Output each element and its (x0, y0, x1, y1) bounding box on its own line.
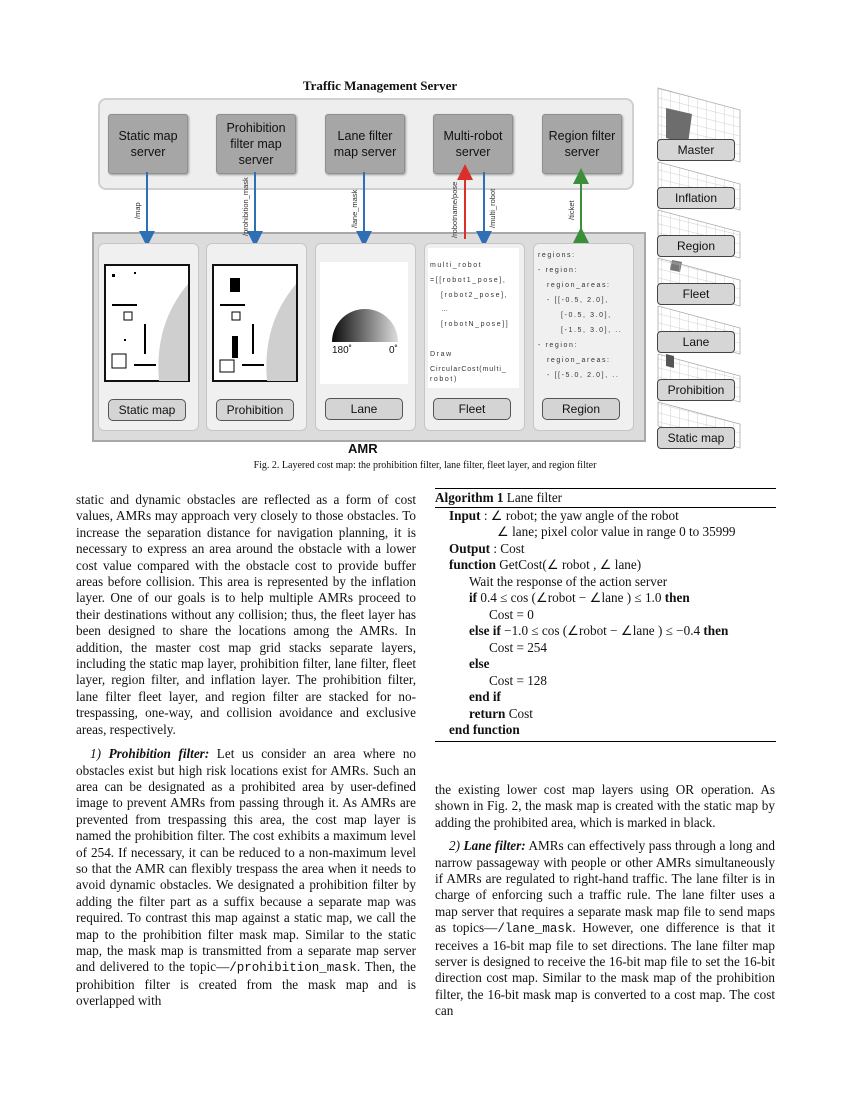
section-number: 1) (90, 746, 101, 762)
region-line: - [[-5.0, 2.0], .. (547, 372, 620, 379)
right-paragraph-1: the existing lower cost map layers using… (435, 782, 775, 830)
algo-function: function GetCost(∠ robot , ∠ lane) (449, 557, 642, 572)
static-map-image (104, 264, 190, 382)
algo-output: Output : Cost (449, 540, 525, 556)
layer-region: Region (657, 235, 735, 257)
left-paragraph-1: static and dynamic obstacles are reflect… (76, 492, 416, 737)
fleet-label: Fleet (433, 398, 511, 420)
section-title: Lane filter: (463, 838, 526, 854)
region-filter-server: Region filter server (542, 114, 622, 174)
topic-map: /map (133, 202, 142, 219)
algo-input: Input : ∠ robot; the yaw angle of the ro… (449, 507, 679, 523)
multi-robot-server: Multi-robot server (433, 114, 513, 174)
region-label: Region (542, 398, 620, 420)
paragraph-text: AMRs can effectively pass through a long… (435, 838, 775, 936)
algo-wait: Wait the response of the action server (469, 573, 668, 589)
fleet-line: CircularCost(multi_ (430, 366, 507, 373)
fleet-line: robot) (430, 376, 458, 383)
algo-input-2: ∠ lane; pixel color value in range 0 to … (497, 524, 736, 539)
algo-else-if: else if −1.0 ≤ cos (∠robot − ∠lane ) ≤ −… (469, 623, 729, 638)
topic-robot-pose: /robotname/pose (450, 181, 459, 238)
inline-code: /prohibition_mask (229, 961, 357, 976)
algo-end-if: end if (469, 689, 501, 704)
algo-else: else (469, 656, 490, 671)
lane-filter-paragraph: 2) Lane filter: AMRs can effectively pas… (435, 838, 775, 1019)
layer-inflation: Inflation (657, 187, 735, 209)
region-line: region_areas: (547, 357, 611, 364)
fleet-line: [robot2_pose], (441, 292, 509, 299)
region-line: [-1.5, 3.0], .. (561, 327, 623, 334)
server-title: Traffic Management Server (302, 78, 458, 93)
topic-multi-robot: /multi_robot (488, 188, 497, 228)
algo-cost-128: Cost = 128 (489, 672, 547, 688)
lane-filter-map-server: Lane filter map server (325, 114, 405, 174)
layer-lane: Lane (657, 331, 735, 353)
algo-return: return Cost (469, 705, 533, 721)
algo-cost-0: Cost = 0 (489, 606, 534, 622)
region-line: [-0.5, 3.0], (561, 312, 612, 319)
region-line: - region: (538, 342, 579, 349)
prohibition-map-image (212, 264, 298, 382)
region-line: - [[-0.5, 2.0], (547, 297, 609, 304)
algo-cost-254: Cost = 254 (489, 639, 547, 655)
right-column: the existing lower cost map layers using… (435, 782, 775, 1020)
fleet-line: [robotN_pose]] (441, 321, 510, 328)
layer-prohibition: Prohibition (657, 379, 735, 401)
fleet-text-bg (428, 248, 519, 388)
paragraph-text: . Then, the prohibition filter is create… (76, 959, 416, 1009)
region-line: - region: (538, 267, 579, 274)
lane-label: Lane (325, 398, 403, 420)
section-title: Prohibition filter: (108, 746, 210, 762)
lane-angle-0: 0˚ (389, 345, 398, 356)
algorithm-title: Algorithm 1 Lane filter (435, 490, 563, 505)
fleet-line: =[[robot1_pose], (430, 277, 507, 284)
lane-angle-180: 180˚ (332, 345, 353, 356)
algo-if: if 0.4 ≤ cos (∠robot − ∠lane ) ≤ 1.0 the… (469, 590, 690, 605)
section-number: 2) (449, 838, 460, 854)
layer-static-map: Static map (657, 427, 735, 449)
static-map-server: Static map server (108, 114, 188, 174)
amr-label: AMR (348, 441, 378, 456)
figure-caption: Fig. 2. Layered cost map: the prohibitio… (253, 460, 597, 471)
paragraph-text: . However, one difference is that it rec… (435, 920, 775, 1019)
prohibition-label: Prohibition (216, 399, 294, 421)
region-line: regions: (538, 252, 576, 259)
static-map-label: Static map (108, 399, 186, 421)
topic-ticket: /ticket (567, 200, 576, 220)
region-line: region_areas: (547, 282, 611, 289)
inline-code: /lane_mask (497, 922, 573, 937)
left-column: static and dynamic obstacles are reflect… (76, 492, 416, 1010)
prohibition-filter-paragraph: 1) Prohibition filter: Let us consider a… (76, 746, 416, 1010)
fleet-line: … (441, 306, 450, 313)
layer-fleet: Fleet (657, 283, 735, 305)
lane-gradient-semicircle (332, 309, 398, 342)
paragraph-text: Let us consider an area where no obstacl… (76, 746, 417, 975)
topic-lane-mask: /lane_mask (350, 189, 359, 228)
arrows (139, 164, 589, 247)
layer-master: Master (657, 139, 735, 161)
topic-prohibition-mask: /prohibition_mask (241, 177, 250, 236)
algorithm-box: Algorithm 1 Lane filter Input : ∠ robot;… (435, 488, 776, 742)
algo-end-function: end function (449, 722, 520, 737)
fleet-line: Draw (430, 351, 453, 358)
fleet-line: multi_robot (430, 262, 483, 269)
